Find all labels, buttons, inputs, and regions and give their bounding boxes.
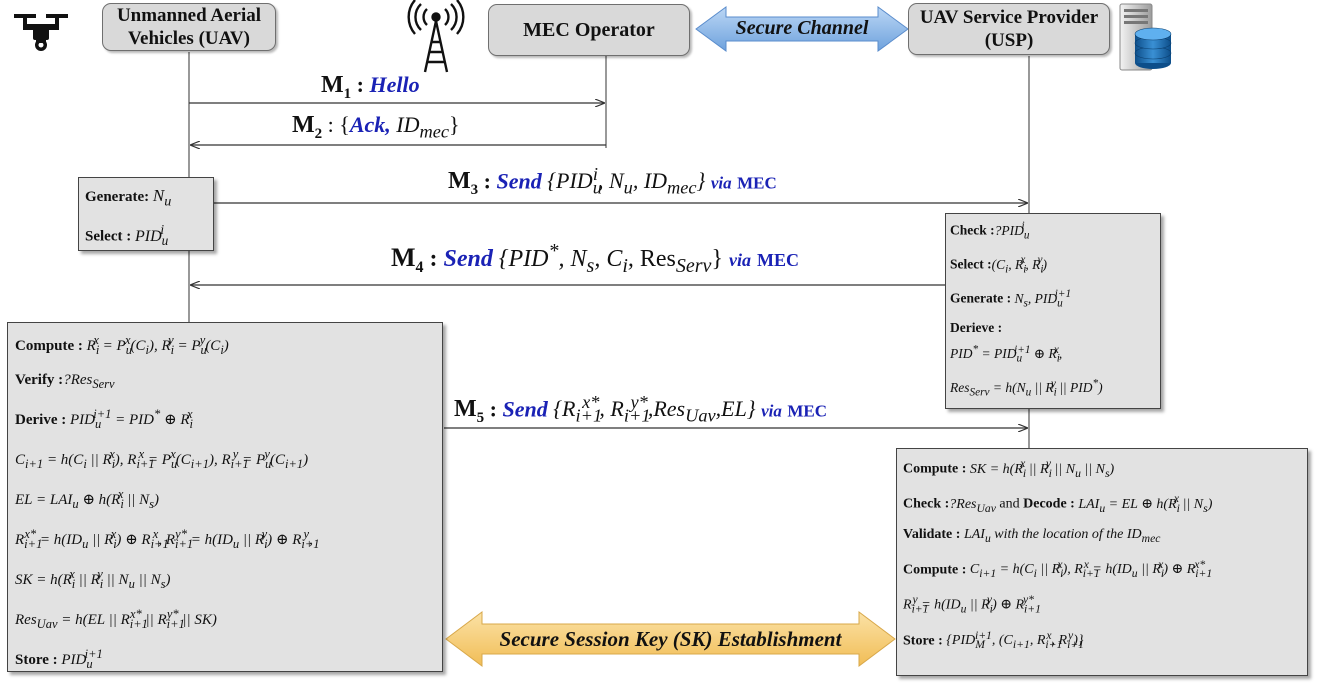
secure-channel-label: Secure Channel <box>735 17 869 39</box>
mec-operator-actor: MEC Operator <box>488 4 690 56</box>
server-database-icon <box>1119 3 1172 71</box>
m4-label: M4 : Send {PID*, Ns, Ci, ResServ} via ME… <box>391 240 799 277</box>
usp-actor: UAV Service Provider (USP) <box>908 3 1110 55</box>
m2-label: M2 : {Ack, IDmec} <box>292 112 460 142</box>
m1-label: M1 : Hello <box>321 72 420 102</box>
session-key-label: Secure Session Key (SK) Establishment <box>499 627 842 651</box>
usp-actor-label: UAV Service Provider (USP) <box>919 7 1099 51</box>
usp-compute-box: Compute : SK = h(Rix || Riy || Nu || Ns)… <box>896 448 1308 676</box>
uav-compute-box: Compute : Rix = Pux(Ci), Riy = Puy(Ci) V… <box>7 322 443 672</box>
drone-icon <box>14 14 68 51</box>
mec-actor-label: MEC Operator <box>523 18 655 41</box>
m3-label: M3 : Send {PIDui, Nu, IDmec} via MEC <box>448 164 777 199</box>
uav-generate-box: Generate: Nu Select : PIDui <box>78 177 214 251</box>
uav-actor: Unmanned Aerial Vehicles (UAV) <box>102 3 276 51</box>
uav-actor-label: Unmanned Aerial Vehicles (UAV) <box>116 5 262 49</box>
usp-check-box: Check :?PIDui Select :(Ci, Rix, Riy) Gen… <box>945 213 1161 409</box>
antenna-tower-icon <box>407 0 465 73</box>
session-key-arrow <box>445 611 896 667</box>
m5-label: M5 : Send {Ri+1x*, Ri+1y*,ResUav,EL} via… <box>454 392 828 427</box>
